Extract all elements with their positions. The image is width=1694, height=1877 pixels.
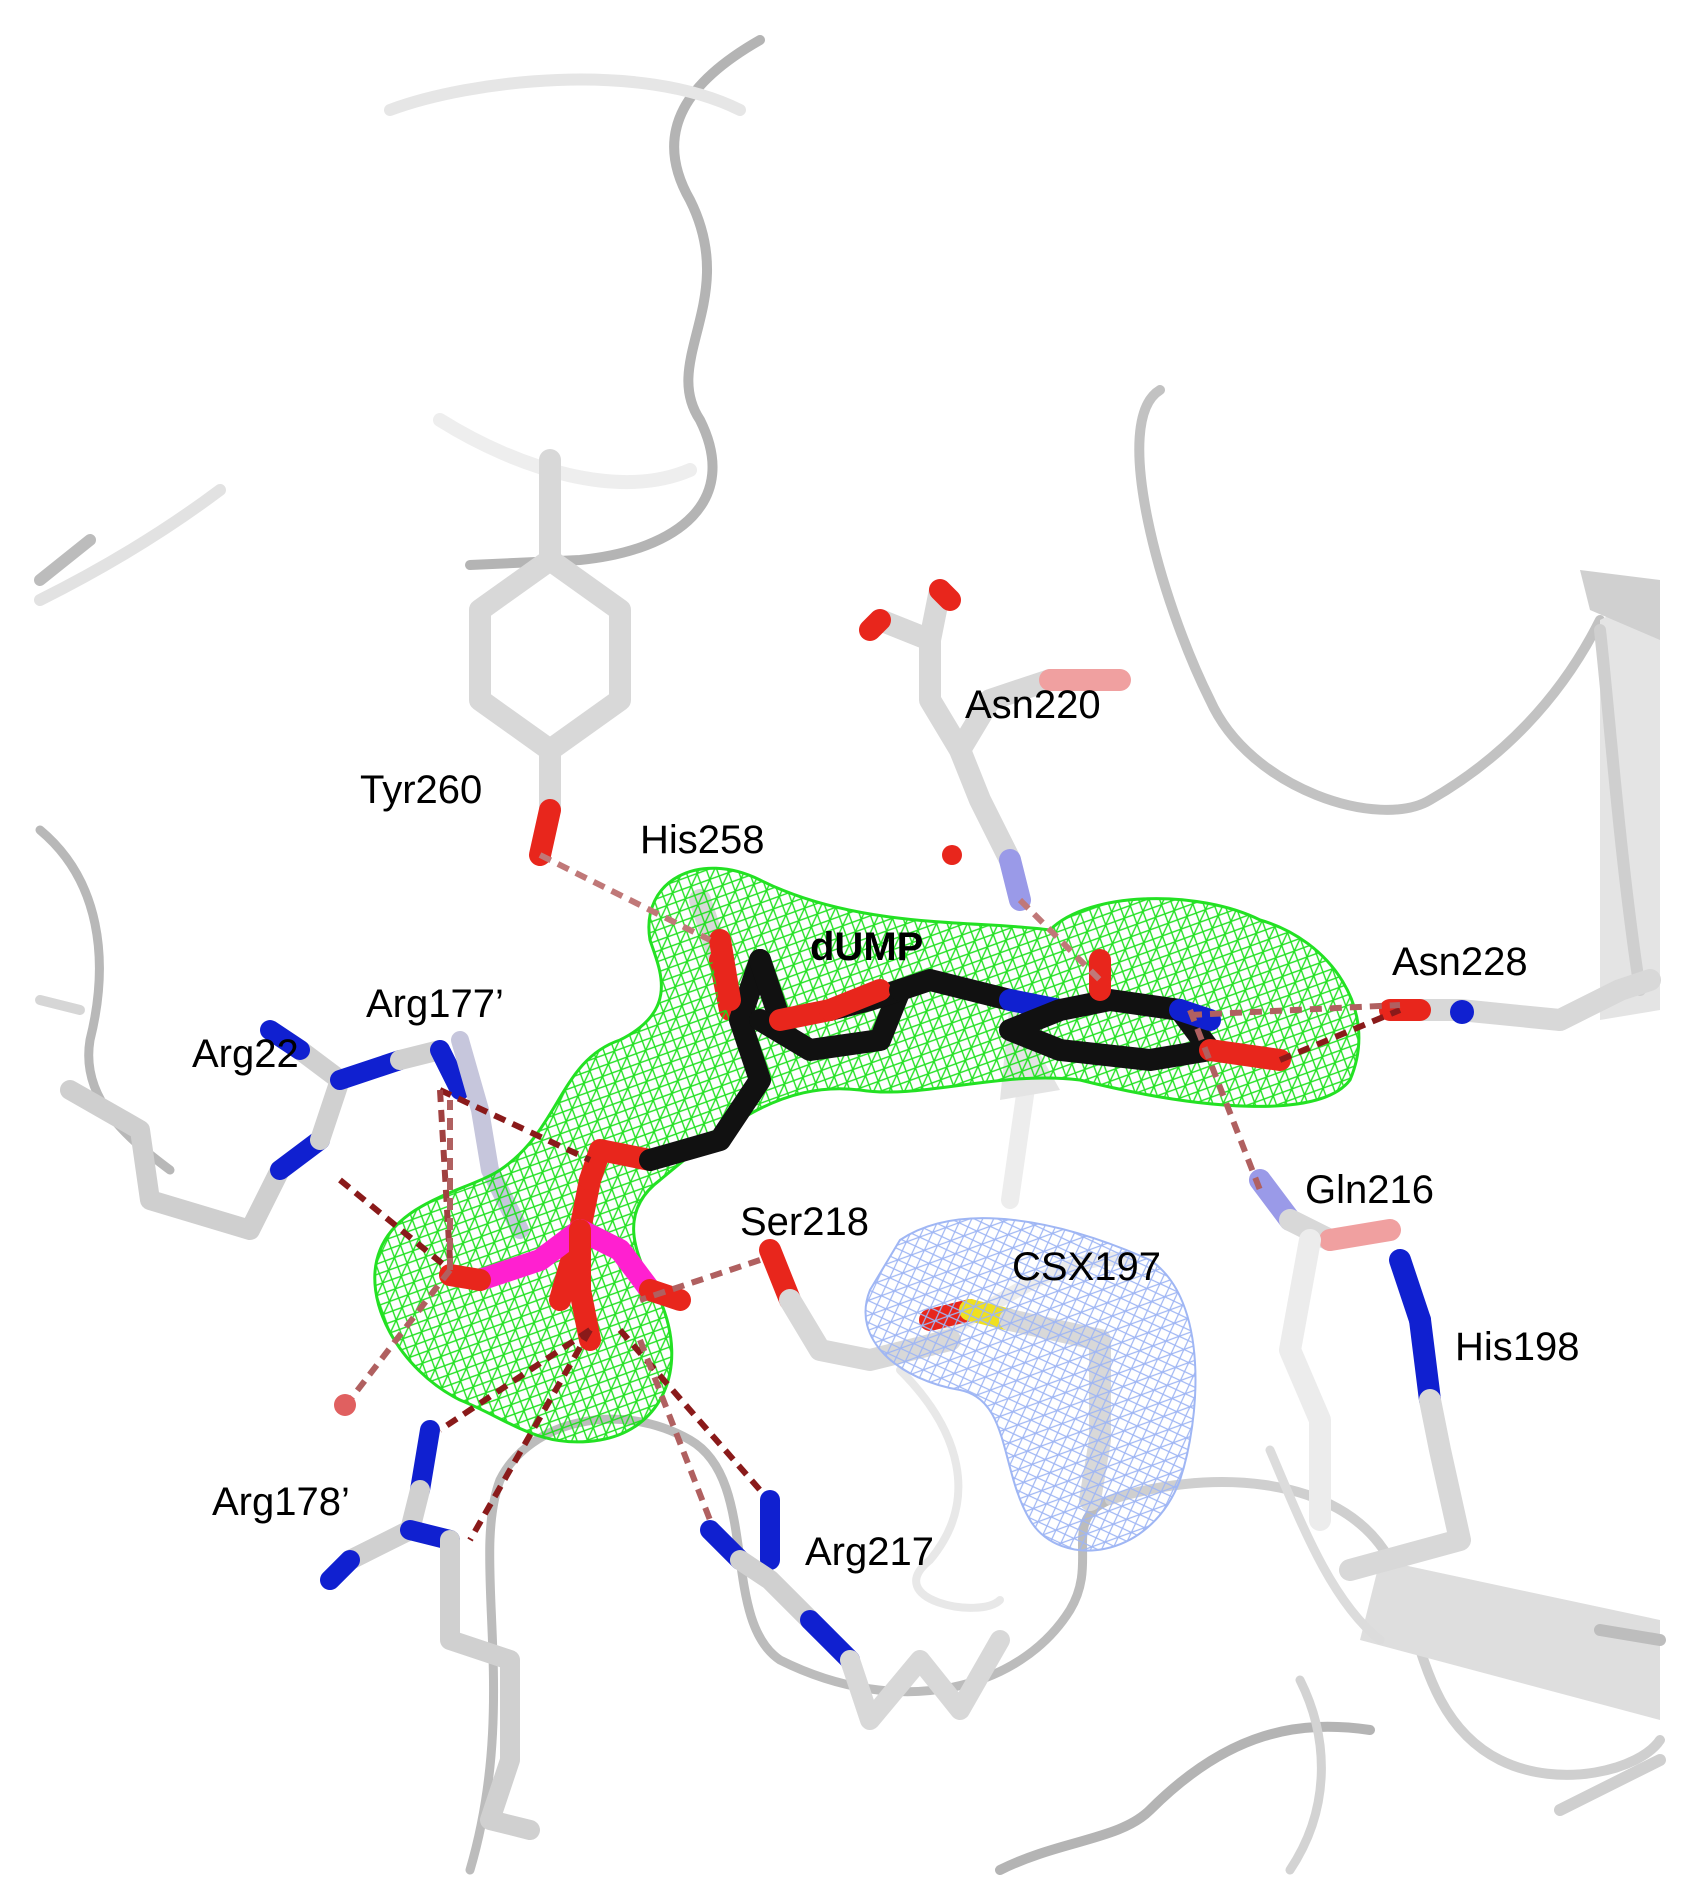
tyr260-sticks bbox=[469, 449, 631, 866]
label-arg177p: Arg177’ bbox=[366, 982, 504, 1026]
asn220-sticks bbox=[859, 579, 1131, 911]
arg178p-sticks bbox=[320, 1420, 540, 1840]
hydrogen-bonds bbox=[338, 852, 1402, 1542]
dump-ligand-sticks bbox=[439, 929, 1291, 1351]
label-asn228: Asn228 bbox=[1392, 940, 1528, 984]
arg22-sticks bbox=[60, 1020, 470, 1240]
label-arg217: Arg217 bbox=[805, 1530, 934, 1574]
label-arg22: Arg22 bbox=[192, 1032, 299, 1076]
label-tyr260: Tyr260 bbox=[360, 768, 483, 812]
his198-sticks bbox=[1339, 1249, 1471, 1581]
dump-density-mesh bbox=[373, 866, 1361, 1444]
arg217-sticks bbox=[700, 1490, 1010, 1730]
csx197-density-mesh bbox=[864, 1217, 1197, 1552]
label-his198: His198 bbox=[1455, 1325, 1580, 1369]
label-csx197: CSX197 bbox=[1012, 1245, 1161, 1289]
gln216-sticks bbox=[1249, 1169, 1401, 1531]
atoms bbox=[334, 845, 1474, 1416]
label-ser218: Ser218 bbox=[740, 1200, 869, 1244]
label-arg178p: Arg178’ bbox=[212, 1480, 350, 1524]
protein-cartoon bbox=[34, 35, 1666, 1875]
label-his258: His258 bbox=[640, 818, 765, 862]
label-asn220: Asn220 bbox=[965, 683, 1101, 727]
ligand-label-dump: dUMP bbox=[810, 925, 924, 969]
label-gln216: Gln216 bbox=[1305, 1168, 1434, 1212]
